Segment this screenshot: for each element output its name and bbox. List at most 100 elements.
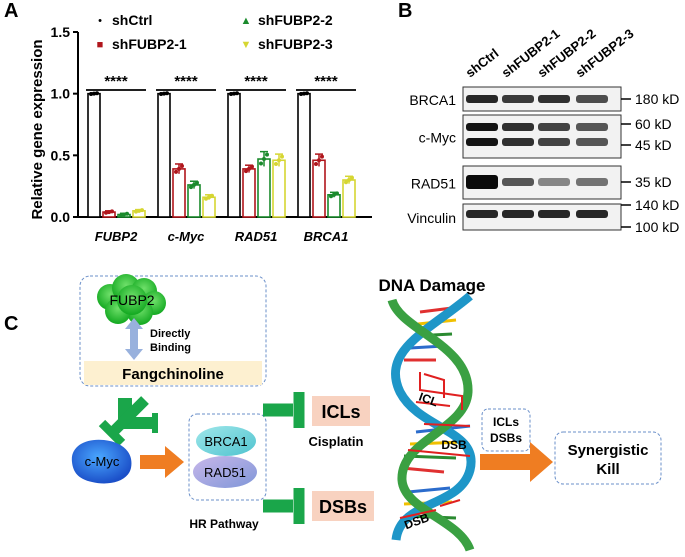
data-point bbox=[274, 161, 278, 166]
data-point bbox=[317, 158, 321, 163]
data-point bbox=[280, 154, 284, 159]
y-tick-label: 0.0 bbox=[51, 209, 71, 225]
data-point bbox=[122, 212, 126, 217]
data-point bbox=[110, 209, 114, 214]
cisplatin-label: Cisplatin bbox=[309, 434, 364, 449]
y-tick-label: 0.5 bbox=[51, 147, 71, 163]
compound-label: Fangchinoline bbox=[122, 366, 224, 383]
data-point bbox=[347, 178, 351, 182]
cmyc-label: c-Myc bbox=[85, 454, 120, 469]
brca1-blob bbox=[196, 426, 256, 456]
data-point bbox=[229, 92, 233, 97]
legend-marker-shFUBP2-3: ▼ bbox=[241, 39, 252, 51]
x-tick-label-RAD51: RAD51 bbox=[235, 229, 278, 244]
marker-label: 45 kD bbox=[635, 137, 672, 153]
blot-band bbox=[538, 178, 570, 186]
data-point bbox=[332, 192, 336, 197]
legend-marker-shFUBP2-1: ■ bbox=[97, 39, 104, 51]
panel-label-b: B bbox=[398, 0, 413, 22]
blot-strip-c-Myc bbox=[462, 114, 622, 159]
legend-label-shFUBP2-1: shFUBP2-1 bbox=[112, 36, 187, 52]
y-axis-title: Relative gene expression bbox=[29, 39, 46, 219]
blot-band bbox=[502, 123, 534, 131]
panel-label-a: A bbox=[4, 0, 19, 22]
blot-band bbox=[538, 95, 570, 103]
blot-band bbox=[538, 138, 570, 146]
blot-band bbox=[466, 175, 498, 189]
data-point bbox=[299, 92, 303, 97]
synergy-arrow bbox=[480, 442, 553, 482]
y-tick-label: 1.0 bbox=[51, 86, 71, 102]
data-point bbox=[180, 163, 184, 168]
dsbs-box bbox=[312, 491, 374, 521]
legend-marker-shFUBP2-2: ▲ bbox=[241, 15, 252, 27]
marker-label: 140 kD bbox=[635, 197, 679, 213]
data-point bbox=[302, 91, 306, 96]
inhibit-dsbs bbox=[263, 488, 305, 524]
legend-label-shFUBP2-2: shFUBP2-2 bbox=[258, 12, 333, 28]
hr-box bbox=[188, 413, 267, 501]
blot-band bbox=[538, 123, 570, 131]
data-point bbox=[89, 92, 93, 97]
data-point bbox=[125, 211, 129, 216]
data-point bbox=[329, 194, 333, 199]
data-point bbox=[140, 208, 144, 213]
blot-band bbox=[576, 178, 608, 186]
significance-stars: **** bbox=[314, 73, 338, 90]
data-point bbox=[204, 196, 208, 201]
y-tick-label: 1.5 bbox=[51, 24, 71, 40]
data-point bbox=[262, 157, 266, 162]
blot-band bbox=[502, 95, 534, 103]
data-point bbox=[92, 91, 96, 96]
data-point bbox=[104, 210, 108, 215]
data-point bbox=[192, 182, 196, 187]
dsbs-label: DSBs bbox=[319, 497, 367, 517]
data-point bbox=[335, 191, 339, 196]
blot-band bbox=[466, 95, 498, 103]
blot-band bbox=[576, 210, 608, 218]
data-point bbox=[189, 185, 193, 190]
x-tick-label-c-Myc: c-Myc bbox=[168, 229, 206, 244]
dna-damage-title: DNA Damage bbox=[378, 276, 485, 295]
blot-band bbox=[576, 123, 608, 131]
data-point bbox=[305, 91, 309, 96]
myc-to-hr-arrow bbox=[140, 446, 184, 478]
fubp2-box bbox=[79, 275, 267, 387]
icl-tag: ICL bbox=[417, 390, 440, 410]
rad51-label: RAD51 bbox=[204, 465, 246, 480]
blot-band bbox=[538, 210, 570, 218]
data-point bbox=[244, 169, 248, 174]
data-point bbox=[277, 158, 281, 163]
significance-stars: **** bbox=[174, 73, 198, 90]
data-point bbox=[344, 180, 348, 185]
icls-box bbox=[312, 396, 370, 426]
blot-band bbox=[576, 95, 608, 103]
x-tick-label-FUBP2: FUBP2 bbox=[95, 229, 138, 244]
data-point bbox=[165, 91, 169, 96]
data-point bbox=[134, 209, 138, 214]
data-point bbox=[207, 195, 211, 200]
blot-band bbox=[502, 138, 534, 146]
data-point bbox=[159, 92, 163, 97]
marker-label: 60 kD bbox=[635, 116, 672, 132]
inhibit-icls bbox=[263, 392, 305, 428]
data-point bbox=[247, 166, 251, 171]
data-point bbox=[210, 193, 214, 198]
cmyc-blob bbox=[71, 439, 132, 484]
synergy-box bbox=[554, 431, 662, 485]
blot-row-label-Vinculin: Vinculin bbox=[407, 210, 456, 226]
fubp2-label: FUBP2 bbox=[109, 292, 154, 308]
data-point bbox=[314, 161, 318, 166]
blot-band bbox=[466, 123, 498, 131]
panel-label-c: C bbox=[4, 313, 19, 335]
data-point bbox=[232, 91, 236, 96]
blot-row-label-RAD51: RAD51 bbox=[411, 176, 456, 192]
marker-label: 35 kD bbox=[635, 174, 672, 190]
data-point bbox=[174, 169, 178, 174]
data-point bbox=[177, 166, 181, 171]
